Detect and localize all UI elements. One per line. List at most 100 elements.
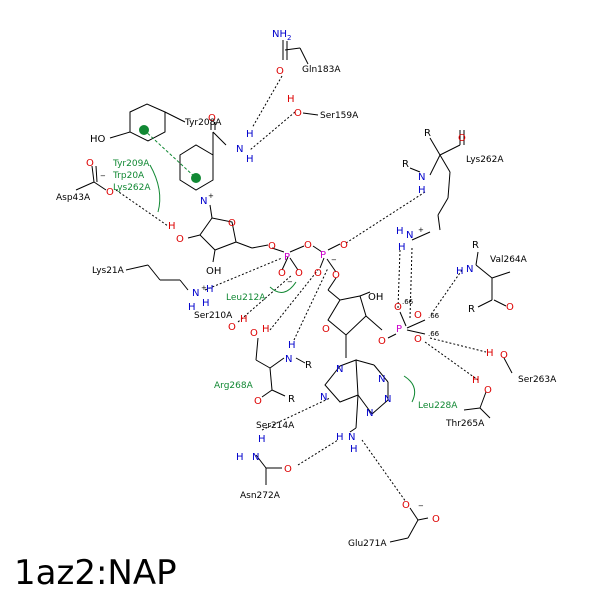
- nitrogen-carboxamide: N: [236, 144, 243, 155]
- oxygen-ser210: O: [228, 322, 236, 333]
- oxygen-gln183: O: [276, 66, 284, 77]
- r-val264-carbonyl: R: [468, 304, 475, 315]
- oxygen-bridge-5a: O: [332, 270, 340, 281]
- charge-plus-nicotinamide: +: [208, 192, 214, 200]
- nitrogen-nicotinamide-ring: N: [200, 196, 207, 207]
- charge-minus-glu271: −: [418, 502, 424, 510]
- hydrogen-lys21-2: H: [188, 302, 196, 313]
- residue-ser263: Ser263A: [518, 375, 557, 385]
- hydrogen-val264: H: [456, 266, 464, 277]
- hydrogen-arg268: H: [288, 340, 296, 351]
- residue-ser214: Ser214A: [256, 421, 295, 431]
- charge-p2-3: .66: [428, 330, 440, 338]
- hydroxyl-ribose-3a: OH: [368, 292, 383, 303]
- hydrogen-ser214-sidechain: H: [262, 324, 270, 335]
- oxygen-asp43-2: O: [106, 187, 114, 198]
- residue-ser159: Ser159A: [320, 111, 359, 121]
- hydrogen-asn272-2: H: [258, 434, 266, 445]
- hydrogen-ser210: H: [240, 314, 248, 325]
- oxygen-pa-1: O: [340, 240, 348, 251]
- oxygen-2-phosphate-bridge: O: [378, 336, 386, 347]
- residue-asn272: Asn272A: [240, 491, 281, 501]
- nitrogen-lys262-backbone: N: [418, 172, 425, 183]
- residue-leu212: Leu212A: [226, 293, 266, 303]
- charge-p2-2: .66: [428, 312, 440, 320]
- charge-p2-1: .66: [402, 298, 414, 306]
- hydroxyl-tyr208: HO: [90, 134, 106, 145]
- hydrophobic-contacts: [139, 125, 416, 403]
- r-lys262: R: [402, 159, 409, 170]
- residue-leu228: Leu228A: [418, 401, 458, 411]
- hydrogen-adenine-amine-2: H: [350, 444, 358, 455]
- hydrogen-asn272-1: H: [236, 452, 244, 463]
- residue-trp20: Trp20A: [112, 171, 145, 181]
- oxygen-lys262-carbonyl: O: [458, 133, 466, 144]
- nitrogen-val264: N: [466, 264, 473, 275]
- r-arg268: R: [305, 360, 312, 371]
- hydrogen-ser263: H: [486, 348, 494, 359]
- nitrogen-lys262-nz: N: [406, 230, 413, 241]
- nitrogen-adenine-7: N: [366, 408, 373, 419]
- nitrogen-lys21: N: [192, 288, 199, 299]
- residue-tyr208: Tyr208A: [184, 118, 222, 128]
- oxygen-glu271-1: O: [402, 500, 410, 511]
- nitrogen-arg268: N: [285, 354, 292, 365]
- phosphorus-2: P: [396, 324, 402, 335]
- residue-arg268: Arg268A: [214, 381, 254, 391]
- hydrophobic-arc-leu212: [269, 281, 297, 293]
- oxygen-p2-2: O: [414, 310, 422, 321]
- residue-ser210: Ser210A: [194, 311, 233, 321]
- hydroxyl-ribose-3: OH: [206, 266, 221, 277]
- oxygen-asn272: O: [284, 464, 292, 475]
- oxygen-ribose-ring-a: O: [322, 324, 330, 335]
- hydrogen-lys21-1: H: [206, 284, 214, 295]
- oxygen-ser159: O: [294, 108, 302, 119]
- nitrogen-adenine-9: N: [336, 364, 343, 375]
- oxygen-thr265: O: [484, 385, 492, 396]
- nitrogen-adenine-1: N: [378, 374, 385, 385]
- charge-minus-pn: −: [287, 278, 293, 286]
- nitrogen-adenine-3: N: [384, 394, 391, 405]
- ligand-title: 1az2:NAP: [14, 553, 177, 593]
- residue-thr265: Thr265A: [445, 419, 485, 429]
- r-lys262-carbonyl: R: [424, 128, 431, 139]
- amide-nh2-gln183: NH2: [272, 29, 291, 42]
- hydrogen-bonds: [115, 75, 487, 503]
- oxygen-p2-1: O: [394, 302, 402, 313]
- oxygen-p2-3: O: [414, 334, 422, 345]
- oxygen-bridge-5n: O: [268, 241, 276, 252]
- r-val264: R: [472, 240, 479, 251]
- nitrogen-adenine-amine: N: [348, 432, 355, 443]
- atom-labels: NH2 O O H O N H H N + HO O H OH O O P O …: [86, 29, 514, 525]
- hydrogen-ribose-2: H: [168, 221, 176, 232]
- residue-glu271: Glu271A: [348, 539, 387, 549]
- hydrophobic-arc-tyr209: [149, 164, 161, 213]
- hydrogen-lys262-nz-2: H: [396, 226, 404, 237]
- nitrogen-asn272: N: [252, 452, 259, 463]
- hydrogen-ser159: H: [287, 94, 295, 105]
- oxygen-glu271-2: O: [432, 514, 440, 525]
- residue-gln183: Gln183A: [302, 65, 341, 75]
- oxygen-val264: O: [506, 302, 514, 313]
- charge-minus-asp43: −: [100, 172, 106, 180]
- oxygen-ribose-ring-n: O: [228, 218, 236, 229]
- oxygen-ribose-2: O: [176, 234, 184, 245]
- hydrogen-thr265: H: [472, 375, 480, 386]
- hydrogen-lys262-backbone: H: [418, 185, 426, 196]
- hydrogen-lys262-nz-1: H: [398, 242, 406, 253]
- oxygen-pn-2: O: [295, 268, 303, 279]
- charge-plus-lys21: +: [201, 284, 207, 292]
- oxygen-pyrophosphate: O: [304, 240, 312, 251]
- r-ser214-carbonyl: R: [288, 394, 295, 405]
- nitrogen-adenine-ring: N: [320, 392, 327, 403]
- oxygen-ser263: O: [500, 350, 508, 361]
- oxygen-ser214-sidechain: O: [250, 328, 258, 339]
- hydrogen-carboxamide-2: H: [246, 154, 254, 165]
- oxygen-pn-1: O: [278, 268, 286, 279]
- residue-lys21: Lys21A: [92, 266, 125, 276]
- phosphorus-n: P: [284, 252, 290, 263]
- hydrogen-adenine-amine-1: H: [336, 432, 344, 443]
- oxygen-carboxamide: O: [208, 113, 216, 124]
- residue-tyr209: Tyr209A: [112, 159, 150, 169]
